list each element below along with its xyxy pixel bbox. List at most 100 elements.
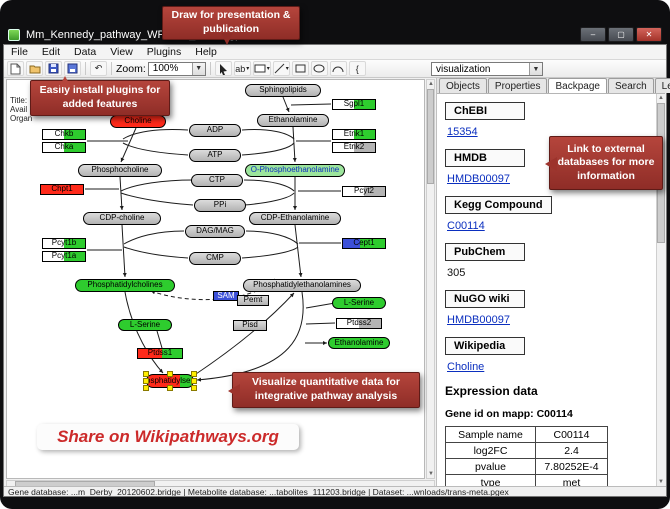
pathway-node-chkb[interactable]: Chkb — [42, 128, 86, 140]
canvas-vertical-scrollbar[interactable]: ▲ ▼ — [426, 79, 435, 479]
pathway-node-chka[interactable]: Chka — [42, 141, 86, 153]
backpage-link[interactable]: C00114 — [447, 220, 485, 232]
tab-objects[interactable]: Objects — [439, 78, 487, 93]
maximize-button[interactable]: ▢ — [608, 27, 634, 42]
app-icon — [8, 29, 20, 41]
scrollbar-thumb[interactable] — [427, 89, 434, 184]
backpage-link[interactable]: Choline — [447, 361, 485, 373]
infobox-line: Avail — [10, 105, 28, 114]
pathway-node-cept1[interactable]: Cept1 — [342, 237, 386, 249]
pointer-tool-button[interactable] — [214, 61, 232, 76]
new-file-button[interactable] — [7, 61, 24, 76]
save-as-button[interactable] — [64, 61, 81, 76]
selection-handle[interactable] — [143, 378, 149, 384]
scroll-down-icon[interactable]: ▼ — [428, 471, 434, 477]
pathway-node-cdp-choline[interactable]: CDP-choline — [83, 211, 161, 225]
pathway-node-adp[interactable]: ADP — [189, 123, 241, 137]
backpage-link[interactable]: HMDB00097 — [447, 173, 510, 185]
pathway-node-ethanolamine-right[interactable]: Ethanolamine — [328, 337, 390, 349]
dropdown-caret-icon[interactable]: ▼ — [529, 63, 542, 75]
selection-handle[interactable] — [191, 378, 197, 384]
selection-handle[interactable] — [191, 385, 197, 391]
pathway-node-sphingolipids[interactable]: Sphingolipids — [245, 83, 321, 97]
scroll-up-icon[interactable]: ▲ — [428, 81, 434, 87]
save-button[interactable] — [45, 61, 62, 76]
pathway-node-pcyt2[interactable]: Pcyt2 — [342, 185, 386, 197]
selection-handle[interactable] — [191, 371, 197, 377]
dropdown-caret-icon[interactable]: ▼ — [191, 62, 205, 75]
selection-handle[interactable] — [167, 371, 173, 377]
arc-tool-button[interactable] — [329, 61, 347, 76]
brace-tool-button[interactable]: { — [348, 61, 366, 76]
menu-edit[interactable]: Edit — [41, 46, 61, 58]
pathway-node-chpt1[interactable]: Chpt1 — [40, 183, 84, 195]
backpage-header: HMDB — [445, 149, 525, 167]
minimize-button[interactable]: – — [580, 27, 606, 42]
dropdown-caret-icon: ▾ — [246, 66, 250, 72]
pathway-node-choline[interactable]: Choline — [110, 114, 166, 128]
scroll-down-icon[interactable]: ▼ — [658, 479, 664, 485]
rect-tool-button[interactable] — [291, 61, 309, 76]
undo-button[interactable]: ↶ — [90, 61, 107, 76]
selection-handle[interactable] — [143, 371, 149, 377]
pathway-node-phosphatidylethanolamines[interactable]: Phosphatidylethanolamines — [243, 278, 361, 292]
tab-backpage[interactable]: Backpage — [548, 78, 607, 93]
ellipse-tool-button[interactable] — [310, 61, 328, 76]
menu-help[interactable]: Help — [195, 46, 217, 58]
scroll-up-icon[interactable]: ▲ — [658, 95, 664, 101]
pathway-node-l-serine-right[interactable]: L-Serine — [332, 297, 386, 309]
tab-properties[interactable]: Properties — [487, 78, 548, 93]
line-tool-button[interactable]: ▾ — [272, 61, 290, 76]
menu-file[interactable]: File — [11, 46, 28, 58]
pathway-node-phosphocholine[interactable]: Phosphocholine — [78, 163, 162, 177]
selection-handle[interactable] — [167, 385, 173, 391]
pathway-node-sgpl1[interactable]: Sgpl1 — [332, 98, 376, 110]
menu-bar: File Edit Data View Plugins Help — [4, 45, 666, 60]
table-cell: type — [445, 474, 536, 486]
menu-plugins[interactable]: Plugins — [146, 46, 182, 58]
pathway-node-pcyt1a[interactable]: Pcyt1a — [42, 250, 86, 262]
pathway-node-ethanolamine[interactable]: Ethanolamine — [257, 113, 329, 127]
pathway-node-ctp[interactable]: CTP — [191, 173, 243, 187]
pathway-node-o-phosphoethanolamine[interactable]: O-Phosphoethanolamine — [245, 163, 345, 177]
pathway-node-cdp-ethanolamine[interactable]: CDP-Ethanolamine — [249, 211, 341, 225]
pathway-node-pisd[interactable]: Pisd — [233, 319, 267, 331]
table-cell: 2.4 — [535, 442, 608, 459]
save-floppy-icon — [48, 63, 59, 74]
pathway-node-dag-mag[interactable]: DAG/MAG — [185, 224, 245, 238]
datanode-tool-button[interactable]: ▾ — [252, 61, 271, 76]
share-banner: Share on Wikipathways.org — [37, 424, 299, 450]
pathway-node-etnk1[interactable]: Etnk1 — [332, 128, 376, 140]
zoom-combobox[interactable]: 100% ▼ — [147, 61, 206, 76]
backpage-value: 305 — [447, 267, 466, 279]
open-file-button[interactable] — [26, 61, 43, 76]
menu-data[interactable]: Data — [74, 46, 97, 58]
pathway-node-atp[interactable]: ATP — [189, 148, 241, 162]
zoom-label: Zoom: — [116, 62, 146, 75]
visualization-combobox[interactable]: visualization ▼ — [431, 62, 543, 76]
menu-view[interactable]: View — [110, 46, 133, 58]
close-button[interactable]: ✕ — [636, 27, 662, 42]
table-cell: log2FC — [445, 442, 536, 459]
pathway-node-ptdss1[interactable]: Ptdss1 — [137, 347, 183, 359]
label-tool-button[interactable]: ab▾ — [233, 61, 251, 76]
selection-handle[interactable] — [143, 385, 149, 391]
pathway-node-cmp[interactable]: CMP — [189, 251, 241, 265]
pathway-node-sam[interactable]: SAM — [213, 291, 239, 301]
backpage-link[interactable]: HMDB00097 — [447, 314, 510, 326]
app-window: File Edit Data View Plugins Help ↶ Zoom: 100%… — [3, 44, 670, 497]
pathway-node-pcyt1b[interactable]: Pcyt1b — [42, 237, 86, 249]
title-bar: Mm_Kennedy_pathway_WP1771_45176.gpml – ▢… — [6, 26, 664, 44]
pathway-node-pemt[interactable]: Pemt — [237, 294, 269, 306]
visualization-value: visualization — [436, 63, 491, 75]
pathway-node-ppi[interactable]: PPi — [194, 198, 246, 212]
pathway-node-ptdss2[interactable]: Ptdss2 — [336, 317, 382, 329]
pathway-node-phosphatidylcholines[interactable]: Phosphatidylcholines — [75, 278, 175, 292]
tab-legend[interactable]: Legend — [654, 78, 670, 93]
backpage-link[interactable]: 15354 — [447, 126, 478, 138]
pathway-node-etnk2[interactable]: Etnk2 — [332, 141, 376, 153]
tab-search[interactable]: Search — [607, 78, 654, 93]
pathway-node-l-serine-left[interactable]: L-Serine — [118, 319, 172, 331]
